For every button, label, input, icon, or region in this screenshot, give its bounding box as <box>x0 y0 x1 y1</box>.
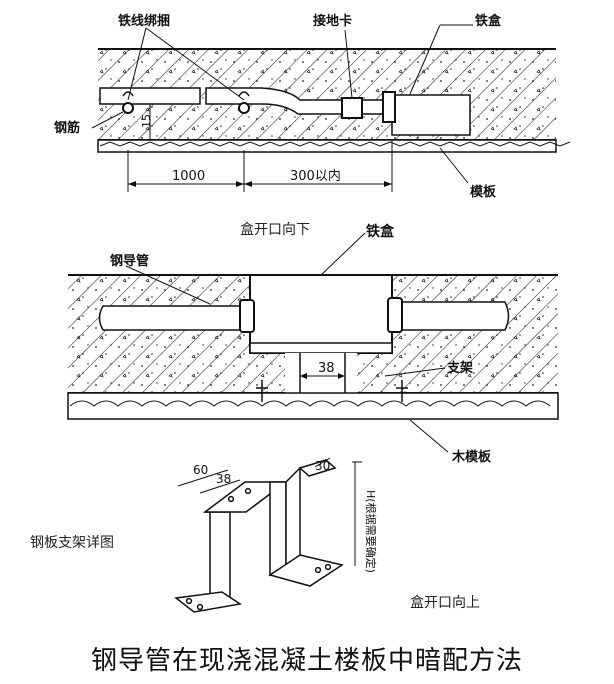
top-pipe <box>99 87 386 115</box>
middle-nails <box>256 380 408 402</box>
label-formwork: 模板 <box>470 184 497 200</box>
middle-pipe-left <box>98 305 247 331</box>
dim-38-detail: 38 <box>216 472 231 486</box>
ground-clip <box>341 97 363 119</box>
bracket-detail-drawing <box>163 455 385 617</box>
dim-1000: 1000 <box>172 169 205 184</box>
middle-diagram: 盒开口向下 铁盒 钢导管 38 支架 木模板 <box>67 221 559 465</box>
height-note: H(根据需要确定) <box>364 490 378 573</box>
label-box-opening-up: 盒开口向上 <box>410 595 480 611</box>
top-rebars <box>122 91 250 114</box>
label-iron-box-middle: 铁盒 <box>366 223 395 240</box>
label-rebar: 钢筋 <box>54 120 80 136</box>
middle-iron-box <box>249 274 393 354</box>
top-formwork <box>97 139 571 153</box>
label-box-opening-down: 盒开口向下 <box>240 221 310 238</box>
middle-formwork <box>67 392 559 420</box>
dim-60: 60 <box>193 463 208 477</box>
dim-38-middle: 38 <box>318 361 335 376</box>
label-bracket: 支架 <box>446 360 473 376</box>
label-15: 15 <box>140 114 153 128</box>
bracket-detail-caption: 钢板支架详图 <box>30 535 114 551</box>
top-diagram: 铁线绑捆 接地卡 铁盒 钢筋 15 1000 300以内 模板 <box>0 0 571 205</box>
dim-30: 30 <box>315 459 330 473</box>
middle-bracket <box>285 353 357 393</box>
middle-coupler-right <box>387 297 403 333</box>
page-title: 钢导管在现浇混凝土楼板中暗配方法 <box>90 646 523 676</box>
label-wood-formwork: 木模板 <box>451 449 492 465</box>
label-iron-box-top: 铁盒 <box>474 13 502 29</box>
label-steel-pipe: 钢导管 <box>110 253 149 269</box>
label-wire-binding: 铁线绑捆 <box>117 13 170 29</box>
top-iron-box <box>382 91 471 136</box>
middle-pipe-right <box>397 301 510 331</box>
label-ground-clip: 接地卡 <box>313 13 352 29</box>
dim-300: 300以内 <box>290 168 341 184</box>
middle-coupler-left <box>239 299 255 333</box>
